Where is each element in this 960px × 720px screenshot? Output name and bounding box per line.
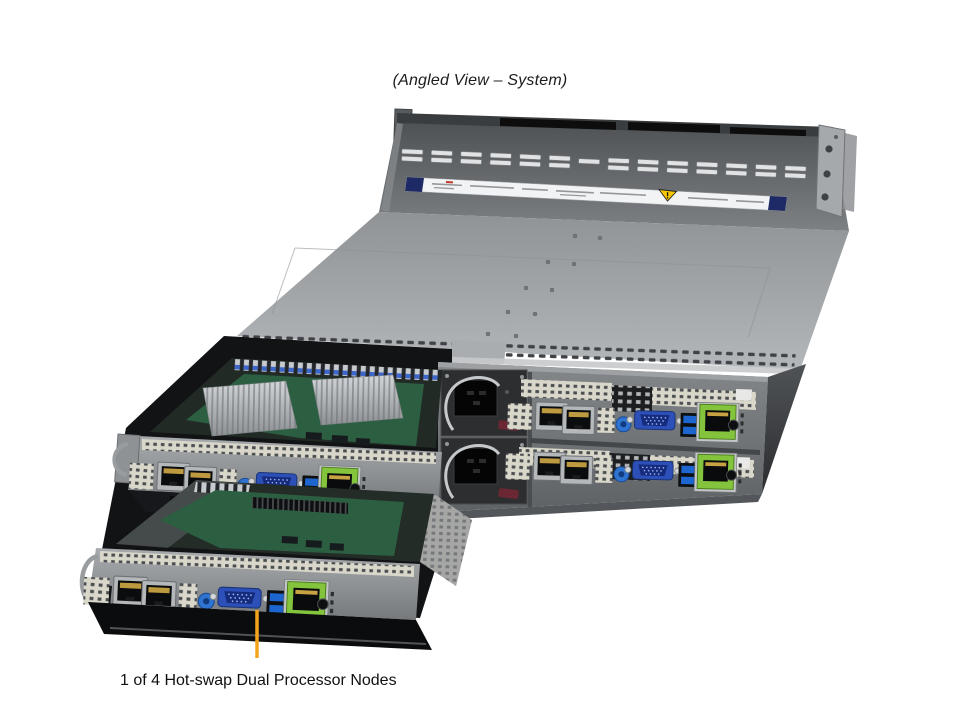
node-bay-2 xyxy=(505,447,754,492)
node-tray-lower xyxy=(79,480,472,650)
callout-label: 1 of 4 Hot-swap Dual Processor Nodes xyxy=(120,672,397,689)
chassis-rear xyxy=(379,108,857,235)
chassis-right-side xyxy=(762,364,806,494)
chassis-lid xyxy=(235,212,849,374)
node-bay-1 xyxy=(507,379,756,442)
heatsink-fins xyxy=(252,497,348,514)
rack-ear-right xyxy=(815,124,857,218)
figure-caption: (Angled View – System) xyxy=(392,72,568,89)
chassis-front-right xyxy=(438,362,768,512)
cpu-heatsink-2 xyxy=(311,374,404,426)
service-label xyxy=(404,176,788,212)
chassis-bottom-lip xyxy=(438,494,762,520)
rear-panel xyxy=(379,123,849,231)
lid-front-vents xyxy=(238,332,796,369)
tray-handle xyxy=(112,442,129,477)
rear-vent-slats xyxy=(401,148,807,179)
cpu-heatsink-1 xyxy=(202,380,298,437)
warning-triangle-icon xyxy=(658,188,678,202)
